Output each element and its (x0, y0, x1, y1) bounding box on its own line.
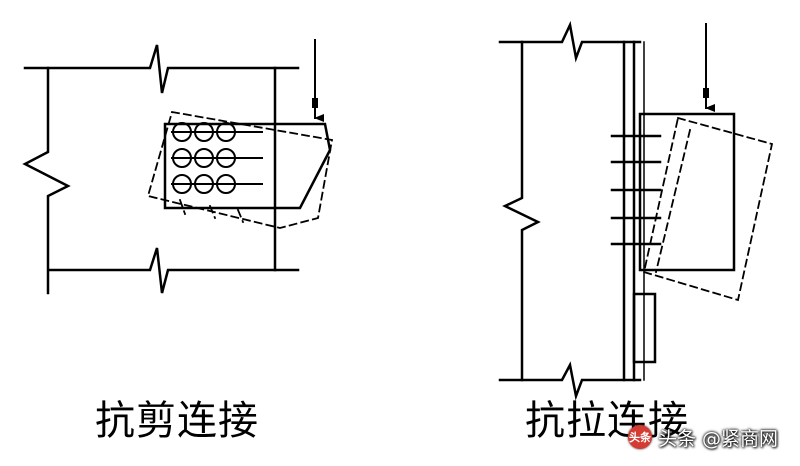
tension-connection-drawing (498, 20, 774, 401)
shear-plate (163, 122, 332, 210)
shear-connection-drawing (22, 39, 334, 295)
bolt-rows (610, 134, 662, 246)
watermark: 头条 头条 @紧商网 (628, 420, 778, 454)
bolt-group (171, 122, 263, 194)
caption-tension-connection: 抗拉连接 (525, 398, 689, 444)
wall-left-edge (502, 40, 541, 382)
wall-bottom-edge (498, 361, 642, 401)
column-top-edge (23, 44, 300, 94)
shear-displaced-outline (146, 110, 334, 229)
tension-displaced-outline (642, 116, 774, 302)
bottom-block (632, 292, 657, 364)
column-left-edge (22, 66, 71, 295)
toutiao-logo-icon: 头条 (628, 425, 652, 449)
watermark-text: 头条 @紧商网 (658, 427, 779, 450)
tension-plate (638, 112, 736, 272)
wall-top-edge (498, 20, 642, 63)
caption-shear-connection: 抗剪连接 (95, 398, 259, 444)
column-bottom-edge (48, 247, 300, 294)
